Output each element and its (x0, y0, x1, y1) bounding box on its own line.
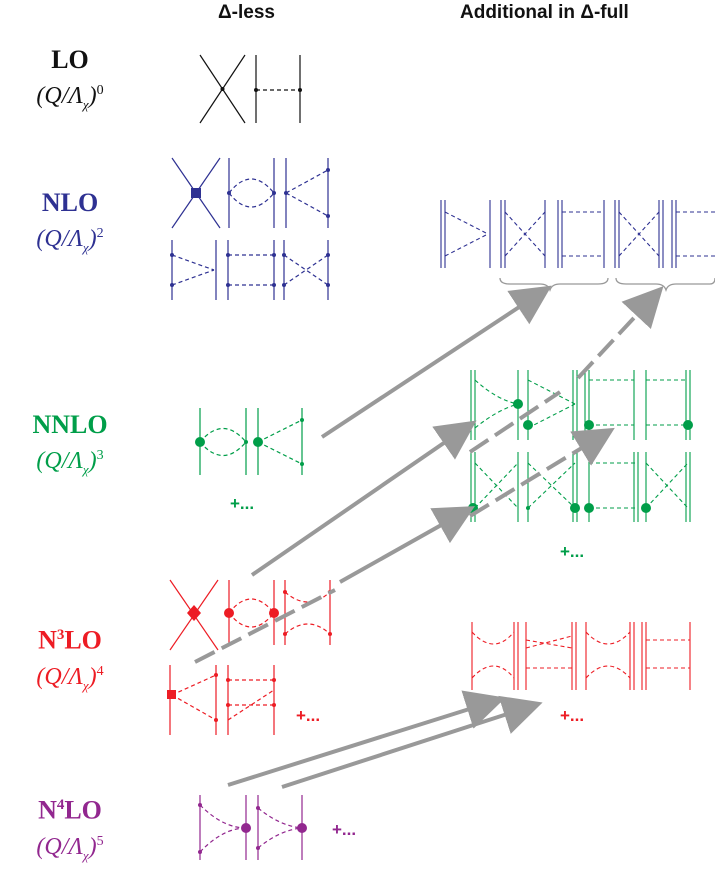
plus-more-n3lo: +... (296, 706, 321, 725)
plus-more-nnlo-delta: +... (560, 542, 585, 561)
plus-more-n4lo: +... (332, 820, 357, 839)
lo-diagrams (199, 54, 301, 124)
order-name: NNLO (32, 410, 108, 439)
order-nnlo: NNLO (Q/Λχ)3 (0, 410, 140, 486)
order-power: (Q/Λχ)4 (36, 663, 104, 693)
order-n3lo: N3LO (Q/Λχ)4 (0, 620, 140, 701)
order-name: NLO (41, 188, 99, 217)
nlo-diagrams (171, 157, 329, 300)
order-power: (Q/Λχ)5 (36, 833, 104, 863)
header-delta-less: Δ-less (218, 2, 275, 23)
order-power: (Q/Λχ)0 (36, 83, 104, 112)
nlo-delta-diagrams (440, 200, 715, 268)
n4lo-diagrams (199, 795, 303, 860)
order-n4lo: N4LO (Q/Λχ)5 (0, 790, 140, 871)
order-name: N4LO (38, 795, 102, 825)
order-power: (Q/Λχ)2 (36, 226, 104, 255)
order-lo: LO (Q/Λχ)0 (0, 45, 140, 121)
order-power: (Q/Λχ)3 (36, 448, 104, 477)
arrows (194, 285, 664, 789)
n3lo-delta-diagrams (471, 622, 691, 690)
order-nlo: NLO (Q/Λχ)2 (0, 188, 140, 264)
plus-more-n3lo-delta: +... (560, 706, 585, 725)
header-delta-full: Additional in Δ-full (460, 2, 629, 23)
order-name: N3LO (38, 625, 102, 655)
nnlo-delta-diagrams (470, 370, 691, 522)
plus-more-nnlo: +... (230, 494, 255, 513)
order-name: LO (51, 45, 89, 74)
braces (499, 277, 715, 293)
nnlo-diagrams (199, 408, 303, 475)
